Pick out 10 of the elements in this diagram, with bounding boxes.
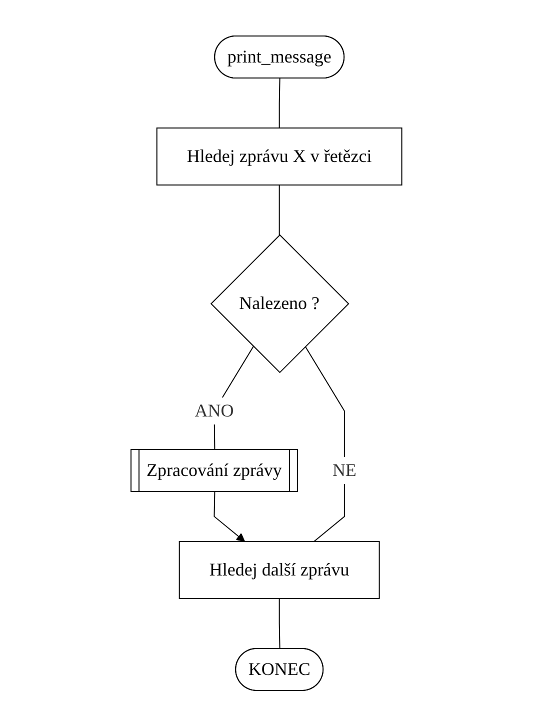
- edge-label: NE: [332, 460, 357, 480]
- edge-label: ANO: [194, 400, 234, 420]
- arrow: [214, 491, 246, 542]
- node-box: Hledej zprávu X v řetězci: [156, 127, 402, 186]
- connector: [278, 78, 280, 128]
- node-box: Hledej další zprávu: [178, 540, 380, 599]
- connector: [278, 598, 280, 650]
- connector: [278, 184, 280, 236]
- connector: [304, 346, 346, 542]
- node-diamond: Nalezeno ?: [210, 234, 350, 373]
